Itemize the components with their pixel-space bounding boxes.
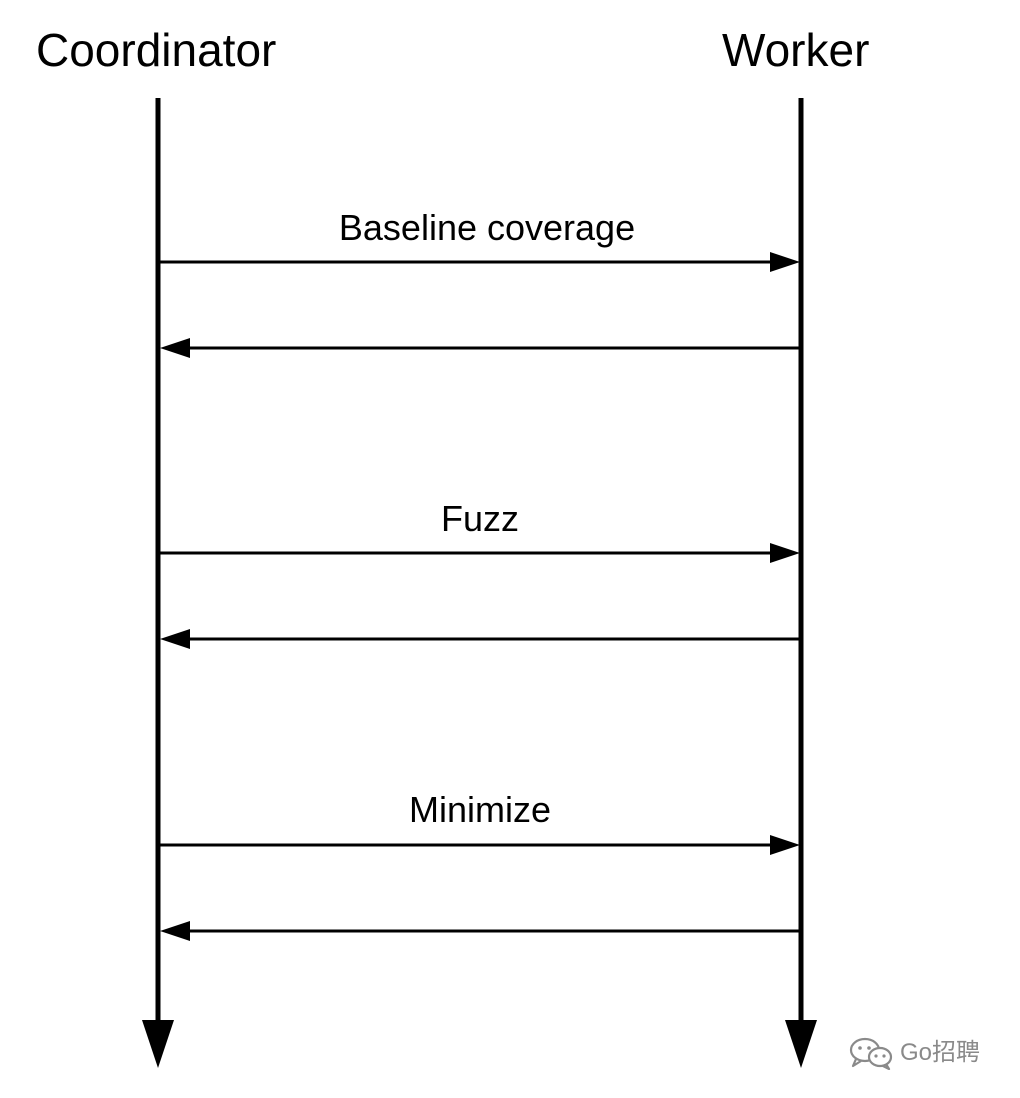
message-label-minimize: Minimize [408,789,552,830]
reply-arrowhead-3 [160,921,190,941]
coordinator-lifeline-arrowhead [142,1020,174,1068]
reply-arrowhead-1 [160,338,190,358]
reply-arrowhead-2 [160,629,190,649]
worker-lifeline-arrowhead [785,1020,817,1068]
message-label-fuzz: Fuzz [440,498,520,539]
participant-worker-label: Worker [722,24,870,76]
message-arrowhead-fuzz [770,543,800,563]
watermark: Go招聘 [848,1036,980,1070]
message-label-baseline-coverage: Baseline coverage [338,207,636,248]
participant-coordinator-label: Coordinator [36,24,277,76]
message-arrowhead-minimize [770,835,800,855]
watermark-text: Go招聘 [900,1039,981,1066]
wechat-icon [848,1036,894,1070]
message-arrowhead-baseline-coverage [770,252,800,272]
